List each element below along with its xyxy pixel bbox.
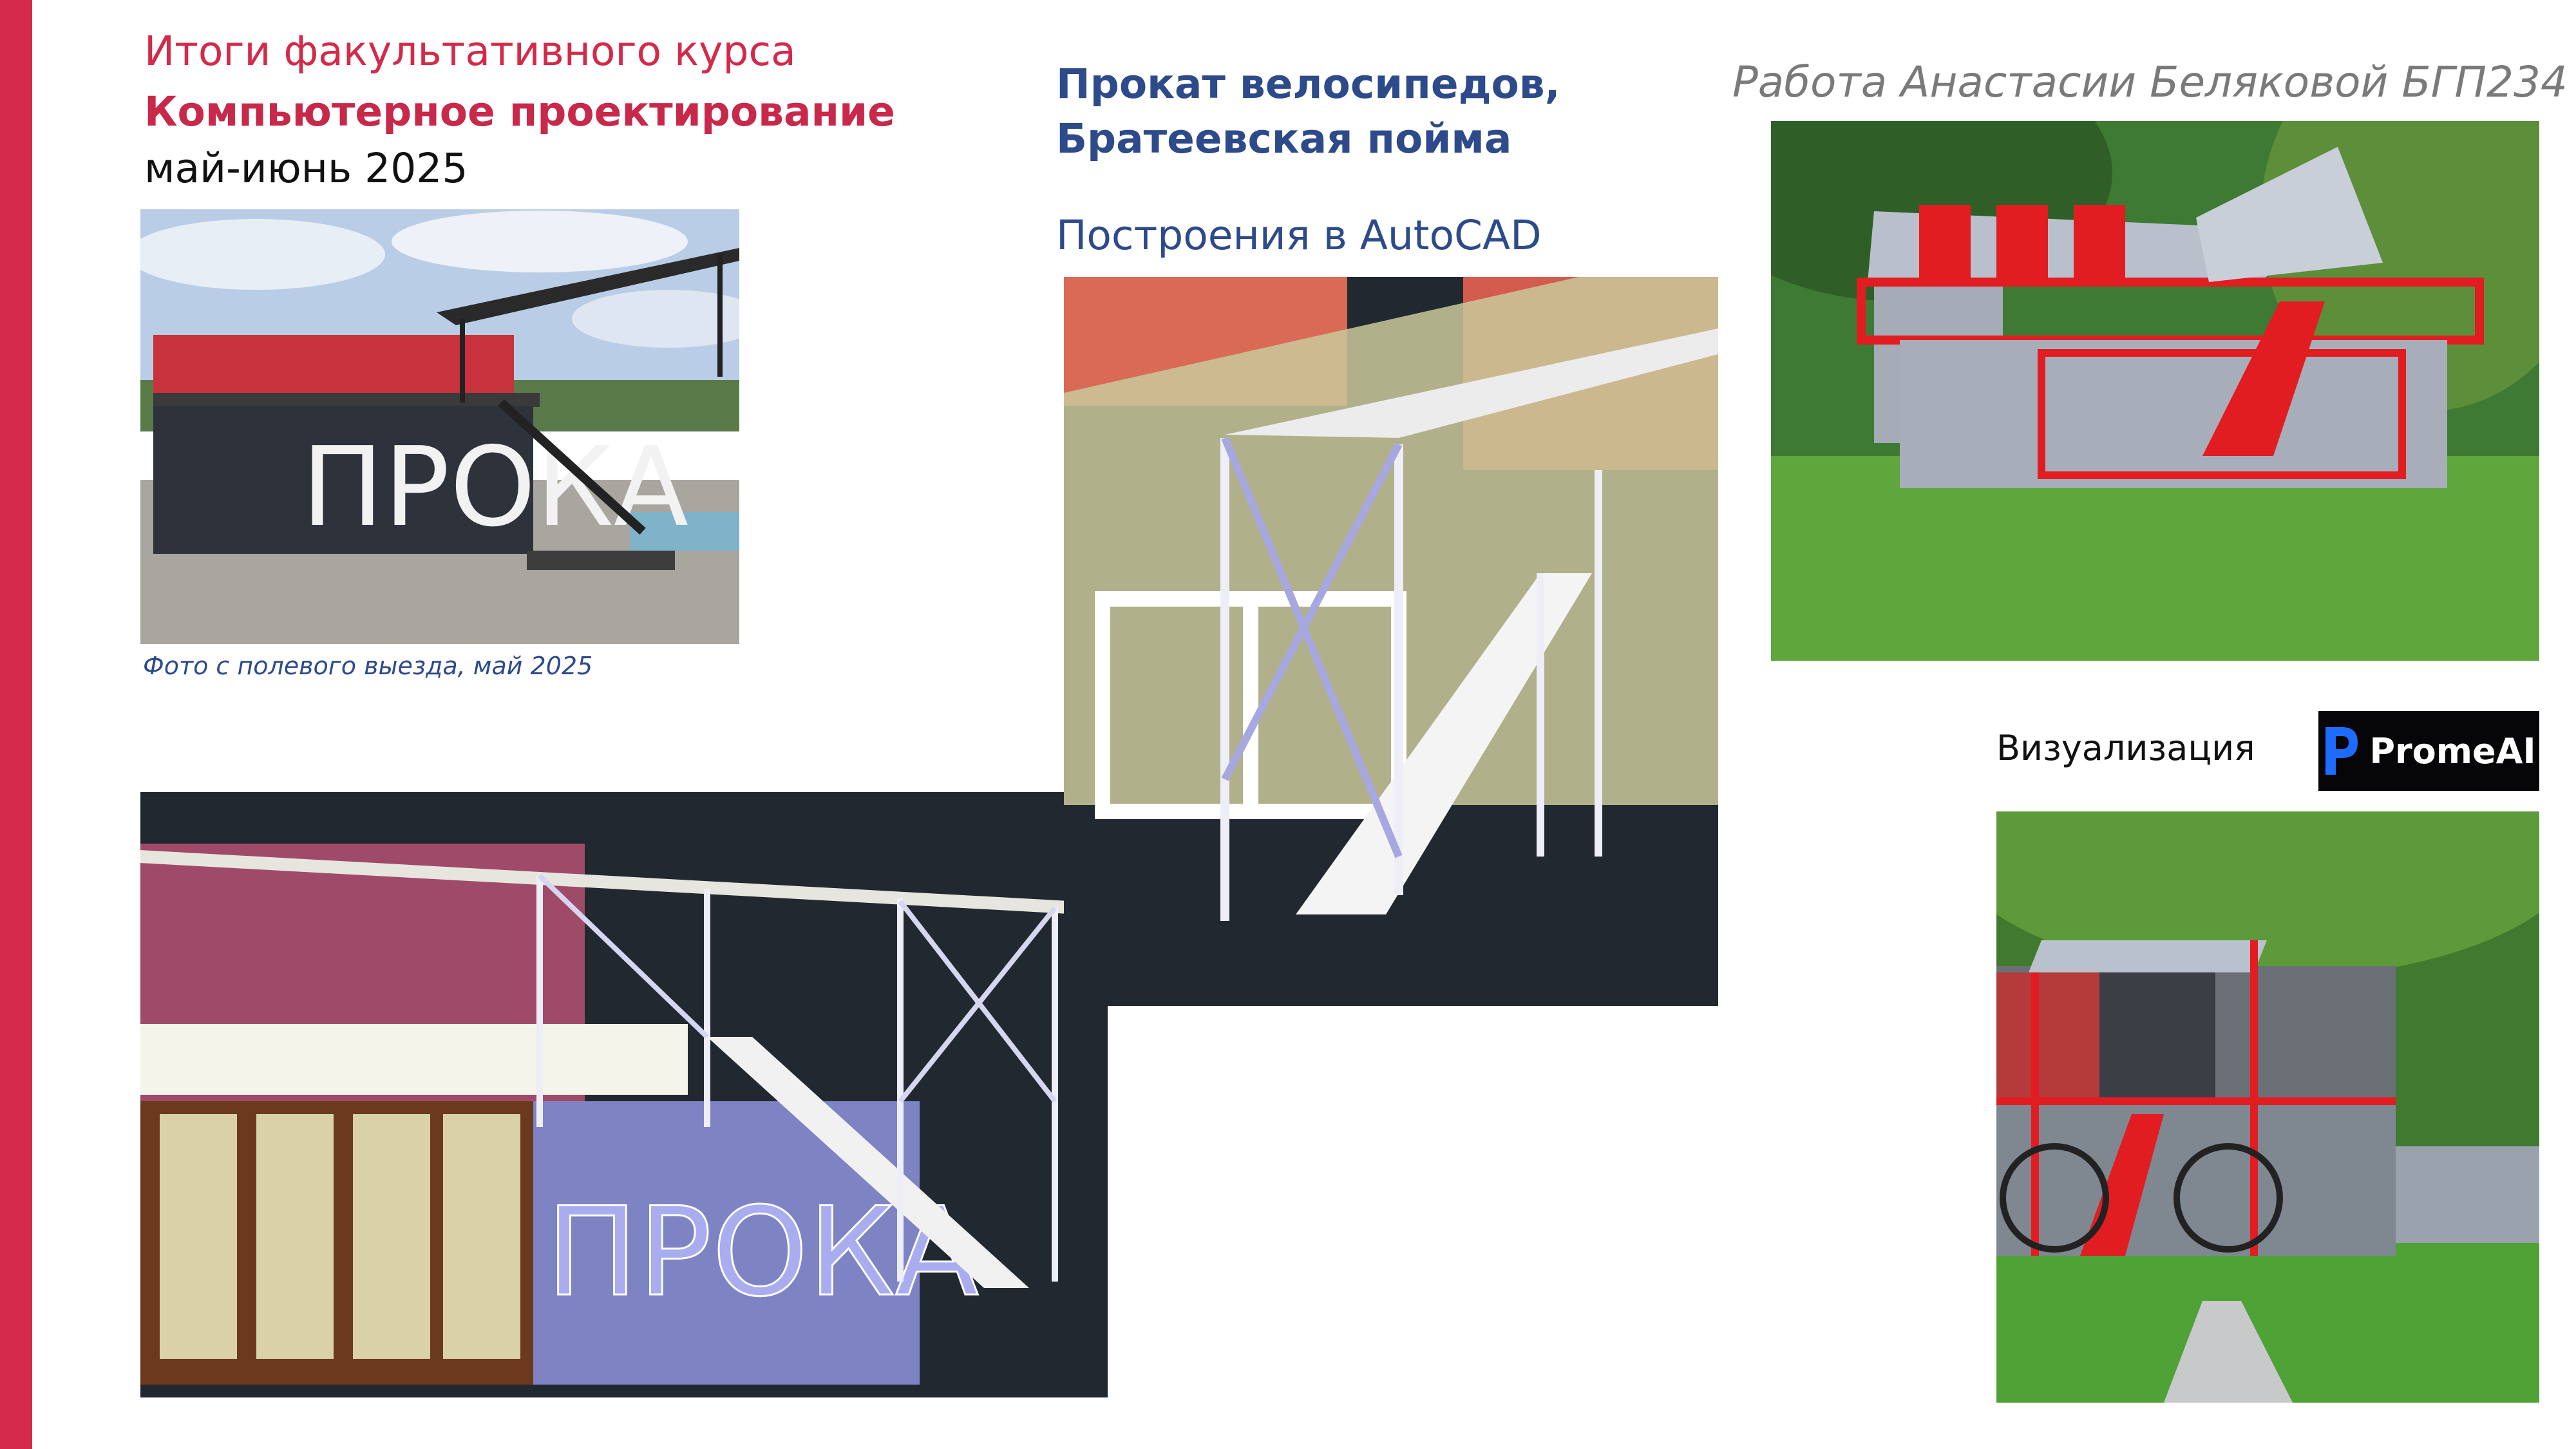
autocad-label: Построения в AutoCAD: [1056, 212, 1542, 259]
autocad-stair-view: [1064, 277, 1718, 1006]
course-title: Итоги факультативного курса: [144, 28, 796, 75]
project-title: Прокат велосипедов, Братеевская пойма: [1056, 57, 1560, 166]
photo-caption: Фото с полевого выезда, май 2025: [143, 652, 593, 680]
autocad-model-view: ПРОКА: [140, 792, 1108, 1397]
promeai-logo: PromeAI: [2318, 711, 2539, 791]
photo-sign-text: ПРОКА: [301, 424, 688, 551]
promeai-brand-name: PromeAI: [2369, 730, 2536, 772]
promeai-logo-icon: [2325, 727, 2358, 775]
accent-bar: [0, 0, 32, 1449]
project-title-line2: Братеевская пойма: [1056, 115, 1512, 163]
project-title-line1: Прокат велосипедов,: [1056, 61, 1560, 108]
course-dates: май-июнь 2025: [144, 145, 468, 192]
render-closeup: [1996, 811, 2539, 1403]
visualization-label: Визуализация: [1996, 728, 2255, 768]
author-credit: Работа Анастасии Беляковой БГП234: [1732, 57, 2568, 107]
field-photo: ПРОКА: [140, 209, 739, 644]
course-subtitle: Компьютерное проектирование: [144, 88, 895, 135]
autocad-sign-text: ПРОКА: [546, 1181, 979, 1323]
render-main: [1771, 121, 2539, 661]
